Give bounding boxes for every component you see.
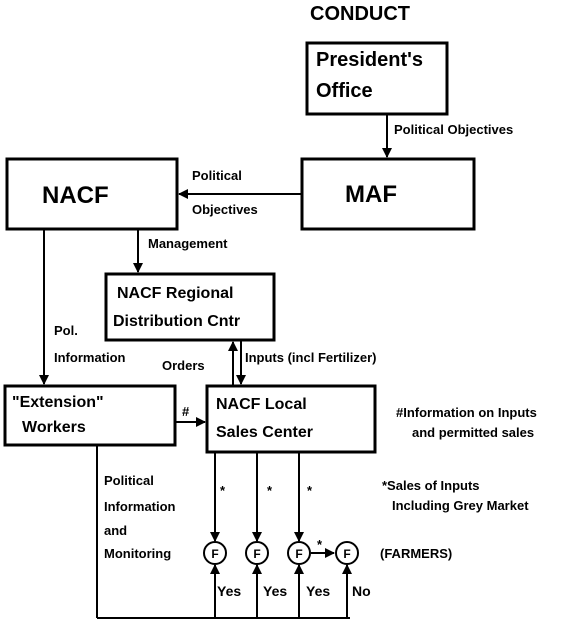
nacf-regional-box	[104, 272, 276, 342]
diagram-title: CONDUCT	[310, 3, 410, 25]
management-label: Management	[148, 236, 228, 251]
maf-box	[300, 157, 476, 231]
monitoring-label-line4: Monitoring	[104, 546, 171, 561]
nacf-local-sales-box	[205, 384, 377, 454]
political-objectives-label: Political Objectives	[394, 122, 513, 137]
farmer-symbol-4: F	[343, 547, 350, 561]
farmer-symbol-3: F	[295, 547, 302, 561]
monitoring-label-line3: and	[104, 523, 127, 538]
orders-label: Orders	[162, 358, 205, 373]
farmer-node-1	[203, 541, 227, 565]
hash-label: #	[182, 404, 190, 419]
hash-note-line1: #Information on Inputs	[396, 405, 537, 420]
extension-workers-label-line1: "Extension"	[12, 394, 104, 411]
yes-label-1: Yes	[217, 583, 241, 599]
hash-note-line2: and permitted sales	[412, 425, 534, 440]
extension-workers-label-line2: Workers	[22, 419, 86, 436]
farmer-symbol-1: F	[211, 547, 218, 561]
presidents-office-label-line2: Office	[316, 80, 373, 102]
yes-label-3: Yes	[306, 583, 330, 599]
pol-info-label-line1: Pol.	[54, 323, 78, 338]
inputs-label: Inputs (incl Fertilizer)	[245, 350, 376, 365]
star-label-2: *	[267, 483, 273, 498]
farmer-node-3	[287, 541, 311, 565]
maf-to-nacf-label-line2: Objectives	[192, 202, 258, 217]
nacf-local-label-line1: NACF Local	[216, 396, 307, 413]
farmers-label: (FARMERS)	[380, 546, 452, 561]
nacf-regional-label-line1: NACF Regional	[117, 285, 233, 302]
nacf-box	[5, 157, 179, 231]
maf-label: MAF	[345, 181, 397, 208]
maf-to-nacf-label-line1: Political	[192, 168, 242, 183]
no-label: No	[352, 583, 371, 599]
farmer-node-4	[335, 541, 359, 565]
star-note-line2: Including Grey Market	[392, 498, 529, 513]
star-label-3: *	[307, 483, 313, 498]
star-note-line1: *Sales of Inputs	[382, 478, 480, 493]
farmer-node-2	[245, 541, 269, 565]
nacf-label: NACF	[42, 182, 109, 209]
nacf-regional-label-line2: Distribution Cntr	[113, 313, 240, 330]
yes-label-2: Yes	[263, 583, 287, 599]
monitoring-label-line2: Information	[104, 499, 176, 514]
extension-workers-box	[3, 384, 177, 447]
pol-info-label-line2: Information	[54, 350, 126, 365]
farmer-symbol-2: F	[253, 547, 260, 561]
star-label-4: *	[317, 537, 323, 552]
nacf-local-label-line2: Sales Center	[216, 424, 313, 441]
monitoring-label-line1: Political	[104, 473, 154, 488]
presidents-office-label-line1: President's	[316, 49, 423, 71]
presidents-office-box	[305, 41, 449, 116]
star-label-1: *	[220, 483, 226, 498]
